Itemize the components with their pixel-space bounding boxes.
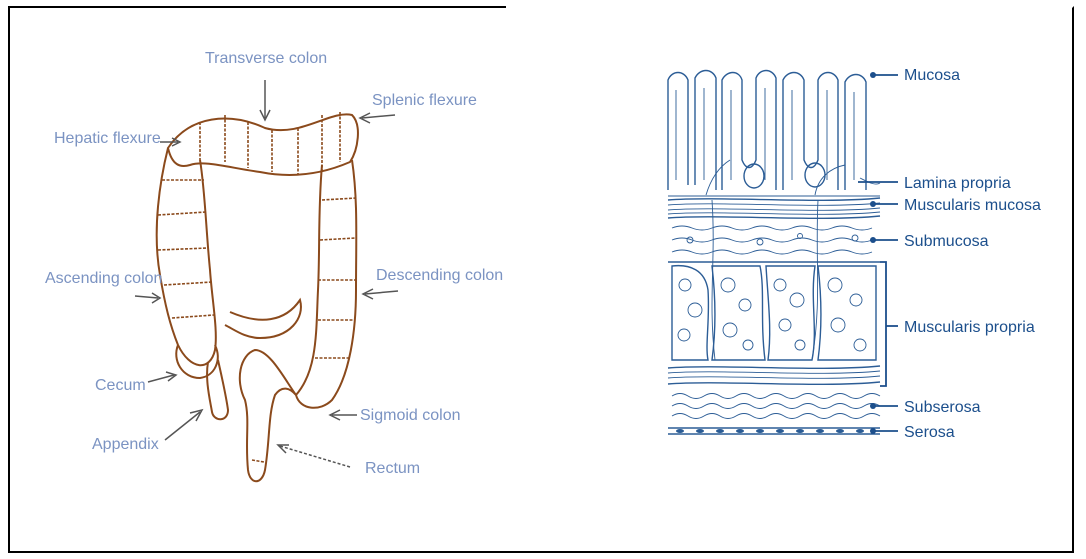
label-muscularis-propria: Muscularis propria (904, 319, 1035, 336)
muscularis-propria-band (668, 200, 880, 384)
label-lamina-propria: Lamina propria (904, 175, 1011, 192)
label-hepatic-flexure: Hepatic flexure (54, 130, 161, 147)
label-subserosa: Subserosa (904, 399, 981, 416)
label-serosa: Serosa (904, 424, 955, 441)
label-sigmoid-colon: Sigmoid colon (360, 407, 461, 424)
muscularis-mucosa-band (668, 198, 880, 218)
serosa-band (668, 428, 880, 434)
subserosa-band (672, 394, 880, 419)
label-splenic-flexure: Splenic flexure (372, 92, 477, 109)
label-cecum: Cecum (95, 377, 146, 394)
label-ascending-colon: Ascending colon (45, 270, 162, 287)
mucosa-crypts (668, 71, 880, 197)
colon-diagram: Transverse colon Splenic flexure Hepatic… (45, 50, 503, 481)
frame-top-left (8, 6, 506, 8)
label-descending-colon: Descending colon (376, 267, 503, 284)
label-appendix: Appendix (92, 436, 159, 453)
label-rectum: Rectum (365, 460, 420, 477)
label-mucosa: Mucosa (904, 67, 960, 84)
label-submucosa: Submucosa (904, 233, 989, 250)
submucosa-band (672, 226, 872, 254)
colon-wall-histology: Mucosa Lamina propria Muscularis mucosa … (668, 67, 1041, 441)
label-transverse-colon: Transverse colon (205, 50, 327, 67)
label-muscularis-mucosa: Muscularis mucosa (904, 197, 1041, 214)
